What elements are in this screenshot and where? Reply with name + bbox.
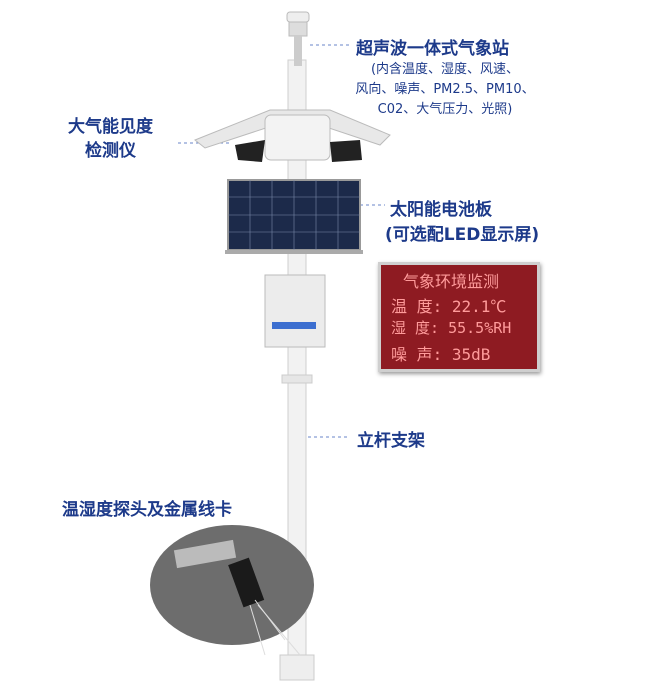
- led-temperature: 温 度: 22.1℃: [391, 297, 507, 316]
- led-humidity: 湿 度: 55.5%RH: [391, 319, 512, 337]
- solar-panel: [225, 179, 363, 254]
- probe-inset: [150, 525, 314, 656]
- label-line: 大气能见度: [68, 117, 153, 137]
- ultrasonic-sensor: [286, 11, 310, 66]
- led-title: 气象环境监测: [403, 272, 500, 291]
- control-box: [264, 274, 326, 348]
- weather-station-detail: (内含温度、湿度、风速、 风向、噪声、PM2.5、PM10、 C02、大气压力、…: [340, 60, 550, 120]
- led-display: 气象环境监测 温 度: 22.1℃ 湿 度: 55.5%RH 噪 声: 35dB: [378, 262, 540, 372]
- probe-label: 温湿度探头及金属线卡: [62, 500, 232, 520]
- detail-line: (内含温度、湿度、风速、: [370, 62, 520, 77]
- led-option-label: (可选配LED显示屏): [385, 225, 540, 245]
- visibility-meter: [194, 109, 391, 162]
- visibility-meter-label: 大气能见度 检测仪: [68, 115, 153, 163]
- detail-line: 风向、噪声、PM2.5、PM10、: [355, 82, 535, 97]
- solar-panel-label: 太阳能电池板: [390, 200, 492, 220]
- led-noise: 噪 声: 35dB: [391, 345, 491, 364]
- weather-station-title: 超声波一体式气象站: [356, 39, 509, 59]
- detail-line: C02、大气压力、光照): [377, 102, 513, 117]
- label-line: 检测仪: [85, 141, 136, 161]
- pole-label: 立杆支架: [357, 431, 425, 451]
